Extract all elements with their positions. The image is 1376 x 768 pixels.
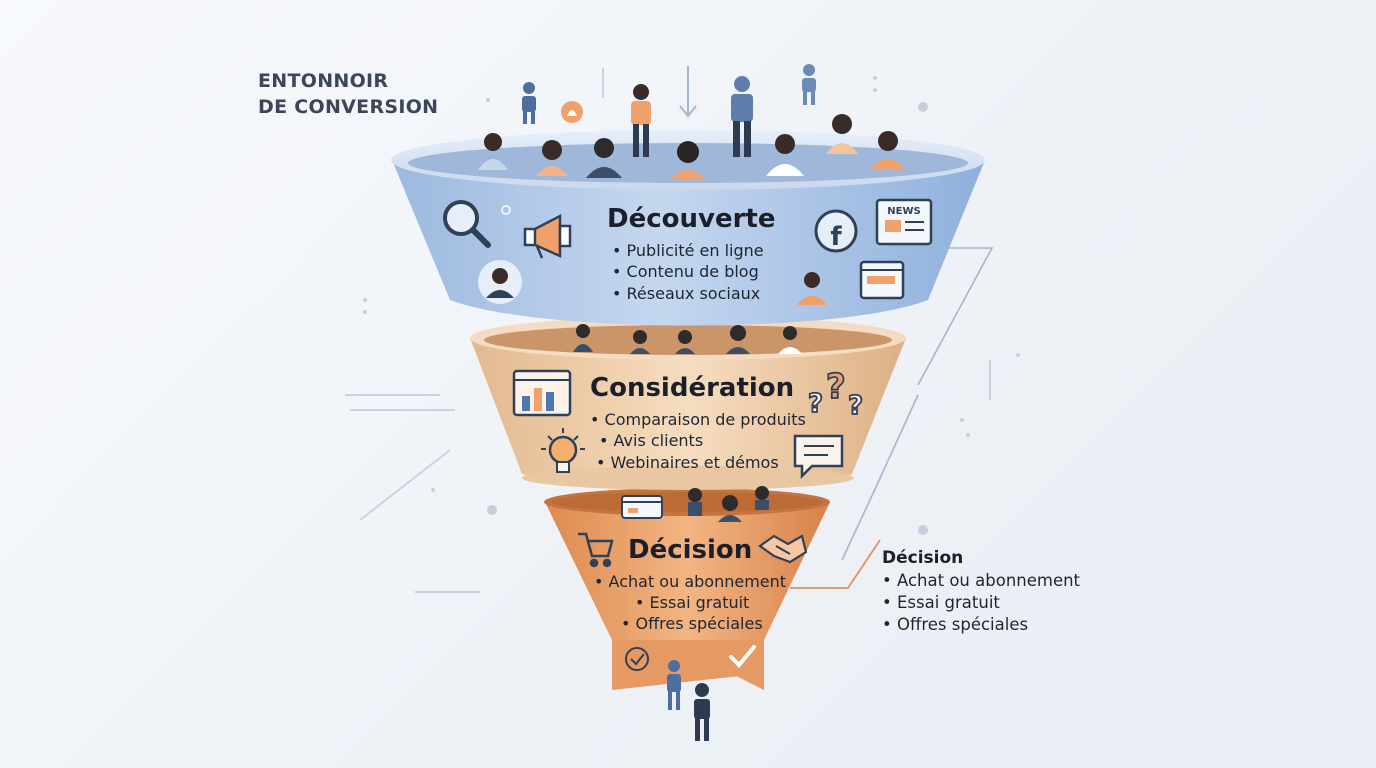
people-top (478, 64, 906, 180)
person-avatar-icon (797, 272, 827, 305)
chat-bubble-icon (793, 434, 844, 480)
consideration-item: • Avis clients (599, 431, 704, 450)
person-icon (670, 141, 706, 180)
svg-text:?: ? (826, 367, 846, 407)
decision-item: • Achat ou abonnement (594, 572, 787, 591)
stage-title-discovery: Découverte (607, 204, 776, 234)
callout-title: Décision (882, 548, 964, 568)
discovery-item: • Publicité en ligne (612, 241, 764, 260)
background-dots (363, 76, 1020, 535)
credit-card-icon (621, 495, 663, 519)
stage-title-decision: Décision (628, 535, 753, 565)
svg-text:f: f (830, 222, 842, 252)
checkmark-icon (729, 645, 756, 668)
page-title-line-1: ENTONNOIR (258, 70, 389, 92)
person-icon (802, 64, 816, 105)
shopping-cart-icon (578, 532, 614, 568)
callout-item: • Offres spéciales (882, 615, 1029, 634)
decision-item: • Offres spéciales (621, 614, 763, 633)
people-decision (688, 486, 769, 522)
callout-item: • Essai gratuit (882, 593, 1000, 612)
decision-connector (790, 539, 881, 589)
question-marks-icon: ? ? ? (807, 366, 864, 422)
person-icon (726, 325, 750, 354)
person-icon (718, 495, 742, 522)
user-avatar-icon (478, 260, 522, 304)
svg-text:?: ? (848, 391, 863, 421)
background-decoration (345, 68, 991, 593)
person-icon (731, 76, 753, 157)
lightbulb-icon (541, 428, 585, 473)
news-icon: NEWS (875, 198, 933, 246)
person-icon (630, 330, 650, 354)
person-icon (870, 131, 906, 170)
check-circle-icon (625, 647, 649, 671)
person-icon (766, 134, 804, 176)
person-icon (675, 330, 695, 354)
discovery-item: • Réseaux sociaux (612, 284, 761, 303)
person-icon (536, 140, 568, 176)
consideration-item: • Webinaires et démos (596, 453, 779, 472)
svg-text:?: ? (808, 389, 823, 419)
person-icon (667, 660, 681, 710)
megaphone-icon (523, 213, 572, 259)
facebook-icon: f (814, 209, 858, 253)
page-title-line-2: DE CONVERSION (258, 96, 439, 118)
news-icon-label: NEWS (887, 206, 920, 217)
stage-title-consideration: Considération (590, 373, 795, 403)
person-icon (478, 133, 508, 170)
connector-lines (841, 247, 994, 561)
down-arrow-icon (679, 66, 697, 118)
bell-icon (561, 101, 583, 123)
person-icon (694, 683, 710, 741)
decision-tier (544, 488, 830, 690)
person-icon (631, 84, 651, 157)
sparkle-icon (501, 205, 511, 215)
person-icon (826, 114, 858, 154)
people-bottom (667, 660, 710, 741)
people-consideration (573, 324, 802, 354)
search-icon (443, 200, 491, 248)
person-icon (778, 326, 802, 354)
person-icon (522, 82, 536, 124)
handshake-icon (758, 534, 808, 564)
decision-item: • Essai gratuit (635, 593, 750, 612)
browser-window-icon (859, 260, 905, 300)
person-icon (755, 486, 769, 510)
callout-item: • Achat ou abonnement (882, 571, 1081, 590)
bar-chart-icon (512, 369, 572, 417)
discovery-item: • Contenu de blog (612, 262, 759, 281)
person-icon (573, 324, 593, 352)
consideration-item: • Comparaison de produits (590, 410, 806, 429)
person-icon (586, 138, 622, 178)
person-icon (688, 488, 702, 516)
